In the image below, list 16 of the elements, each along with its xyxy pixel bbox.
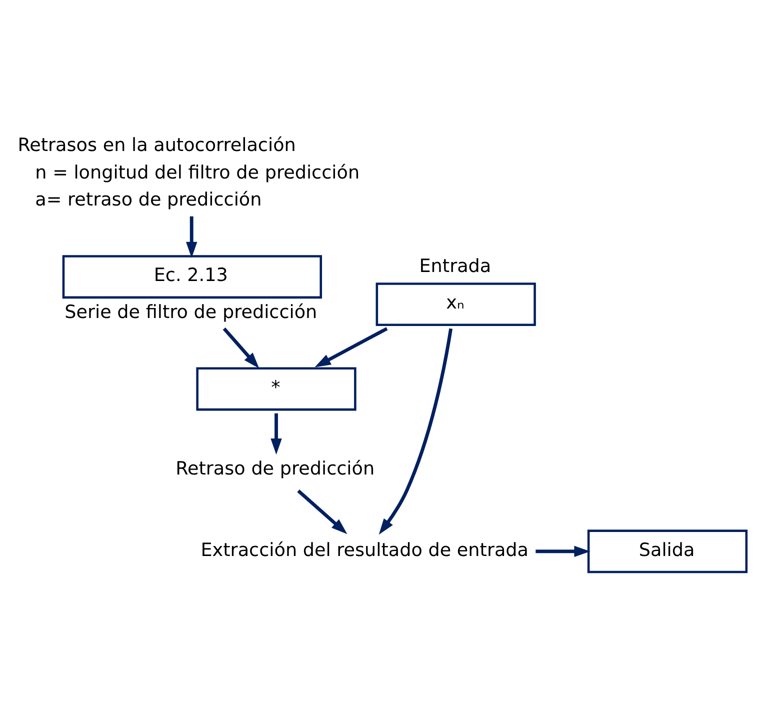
- arrow: [270, 412, 282, 454]
- arrow: [297, 489, 348, 534]
- arrow: [222, 326, 260, 368]
- arrow: [536, 545, 590, 557]
- arrow: [314, 326, 388, 367]
- node-box: Ec. 2.13: [62, 254, 322, 298]
- arrow: [378, 328, 453, 534]
- arrow: [186, 216, 198, 258]
- node-text: Retrasos en la autocorrelación n = longitud del filtro de predicción a= retraso de predicción: [18, 134, 360, 210]
- node-label: Serie de filtro de predicción: [64, 301, 318, 322]
- node-box: Salida: [587, 529, 748, 573]
- node-text: Retraso de predicción: [176, 458, 375, 480]
- node-label: Entrada: [419, 256, 492, 277]
- node-text: Extracción del resultado de entrada: [200, 539, 529, 560]
- node-box: *: [196, 366, 356, 410]
- node-box: xₙ: [376, 282, 536, 326]
